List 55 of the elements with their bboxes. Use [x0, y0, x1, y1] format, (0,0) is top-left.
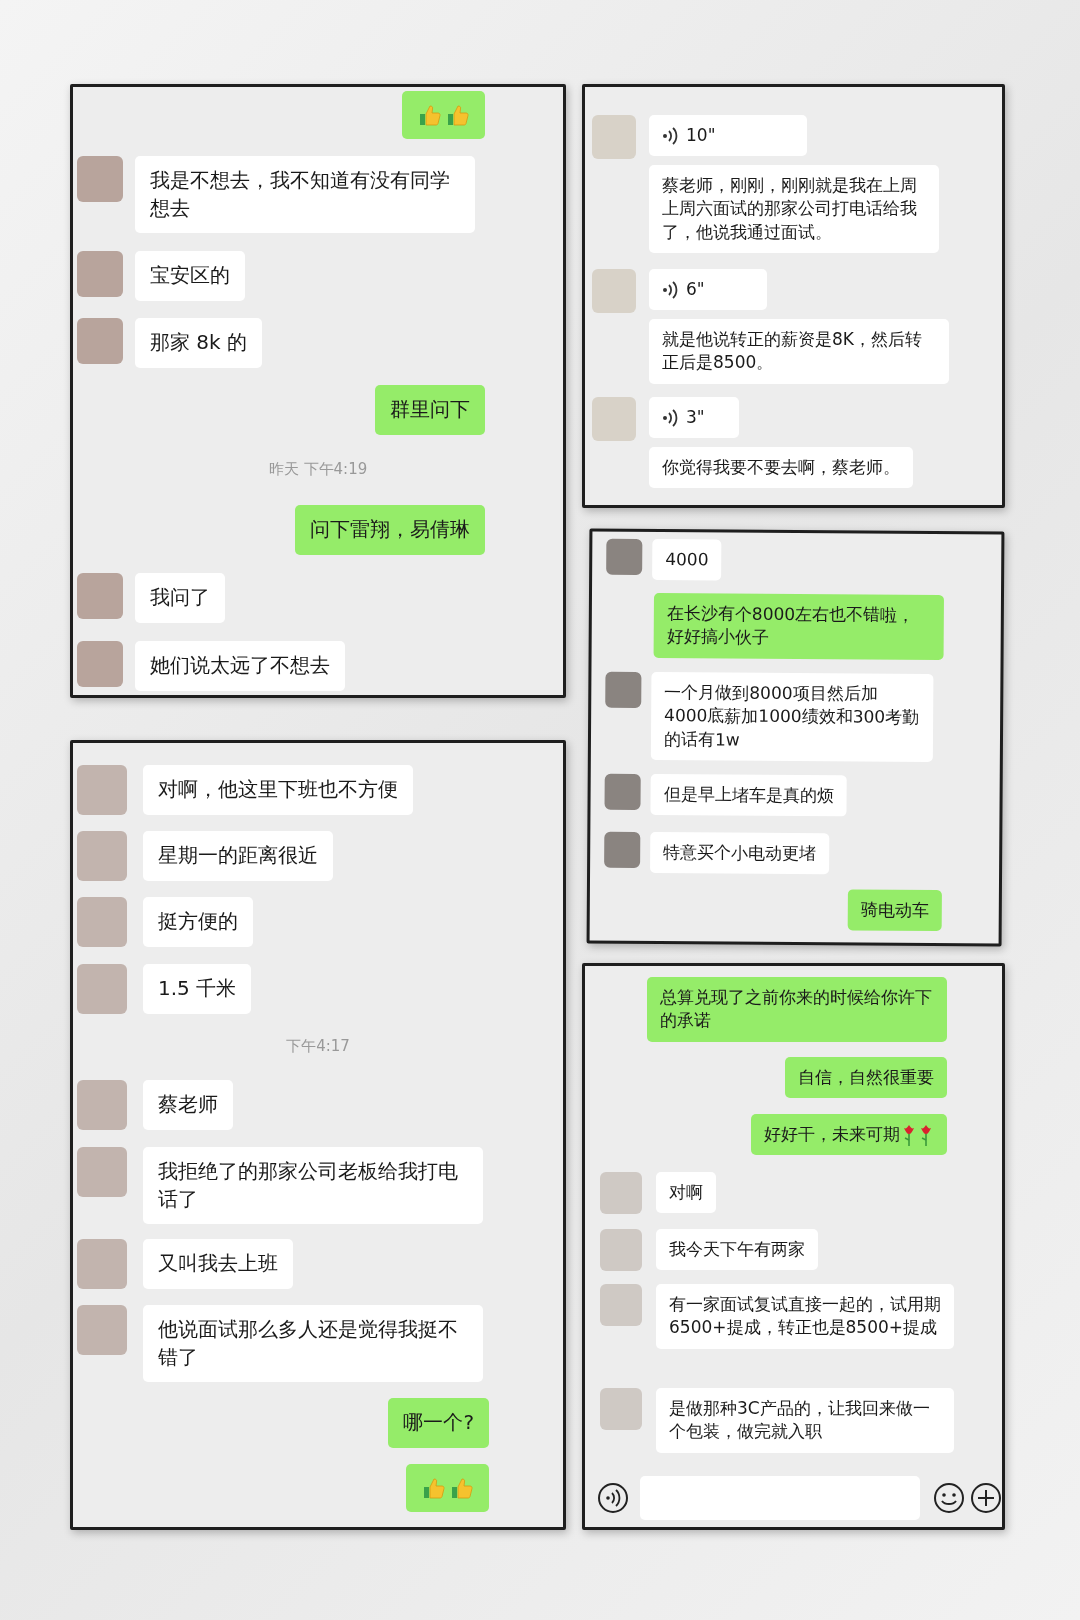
message-text: 我是不想去，我不知道有没有同学想去	[150, 167, 451, 222]
message-text: 好好干，未来可期	[764, 1123, 900, 1146]
message-bubble	[785, 1057, 947, 1099]
message-text: 对啊，他这里下班也不方便	[158, 776, 398, 803]
message-text: 问下雷翔，易倩琳	[310, 516, 470, 543]
message-text: 一个月做到8000项目然后加4000底薪加1000绩效和300考勤的话有1w	[663, 681, 921, 752]
message-text: 你觉得我要不要去啊，蔡老师。	[662, 456, 900, 479]
timestamp: 昨天 下午4:19	[268, 460, 368, 479]
message-text: 但是早上堵车是真的烦	[663, 783, 834, 808]
message-bubble	[649, 397, 739, 439]
message-text: 星期一的距离很近	[158, 842, 318, 869]
message-text: 她们说太远了不想去	[150, 652, 330, 679]
message-bubble	[751, 1114, 947, 1156]
message-text: 总算兑现了之前你来的时候给你许下的承诺	[660, 986, 933, 1033]
message-text: 群里问下	[390, 396, 470, 423]
message-text: 那家 8k 的	[150, 329, 248, 356]
chat-screenshot-panel	[70, 84, 566, 698]
message-text: 在长沙有个8000左右也不错啦，好好搞小伙子	[666, 602, 916, 650]
message-bubble	[647, 977, 947, 1042]
message-text: 他说面试那么多人还是觉得我挺不错了	[158, 1316, 459, 1371]
message-text: 蔡老师	[158, 1091, 218, 1118]
message-text: 我问了	[150, 584, 210, 611]
message-text: 有一家面试复试直接一起的，试用期6500+提成，转正也是8500+提成	[669, 1293, 941, 1340]
message-text: 又叫我去上班	[158, 1250, 278, 1277]
message-text: 特意买个小电动更堵	[663, 841, 817, 866]
message-text: 4000	[665, 548, 709, 572]
message-text: 自信，自然很重要	[798, 1066, 934, 1089]
message-bubble	[375, 385, 485, 435]
message-bubble	[295, 505, 485, 555]
message-text: 挺方便的	[158, 908, 238, 935]
message-bubble	[402, 91, 485, 139]
message-text: 是做那种3C产品的，让我回来做一个包装，做完就入职	[669, 1397, 931, 1444]
message-text: 骑电动车	[860, 898, 929, 922]
message-text: 3"	[686, 406, 705, 429]
chat-screenshot-panel	[70, 740, 566, 1530]
chat-screenshot-panel	[586, 528, 1005, 947]
message-bubble	[649, 115, 807, 157]
message-text: 10"	[686, 124, 716, 147]
message-text: 6"	[686, 278, 705, 301]
message-text: 蔡老师，刚刚，刚刚就是我在上周上周六面试的那家公司打电话给我了，他说我通过面试。	[662, 174, 918, 244]
message-bubble	[406, 1464, 489, 1512]
chat-screenshot-panel	[582, 84, 1005, 508]
message-text: 哪一个?	[403, 1409, 474, 1436]
message-bubble	[649, 269, 767, 311]
message-bubble	[388, 1398, 489, 1448]
message-text: 对啊	[669, 1181, 703, 1204]
message-text: 就是他说转正的薪资是8K，然后转正后是8500。	[662, 328, 923, 375]
message-text: 我拒绝了的那家公司老板给我打电话了	[158, 1158, 459, 1213]
timestamp: 下午4:17	[286, 1037, 350, 1056]
message-text: 宝安区的	[150, 262, 230, 289]
message-bubble	[653, 593, 944, 660]
chat-screenshot-panel	[582, 963, 1005, 1530]
message-text: 我今天下午有两家	[669, 1238, 805, 1261]
message-bubble	[847, 889, 942, 932]
message-text: 1.5 千米	[158, 975, 237, 1002]
